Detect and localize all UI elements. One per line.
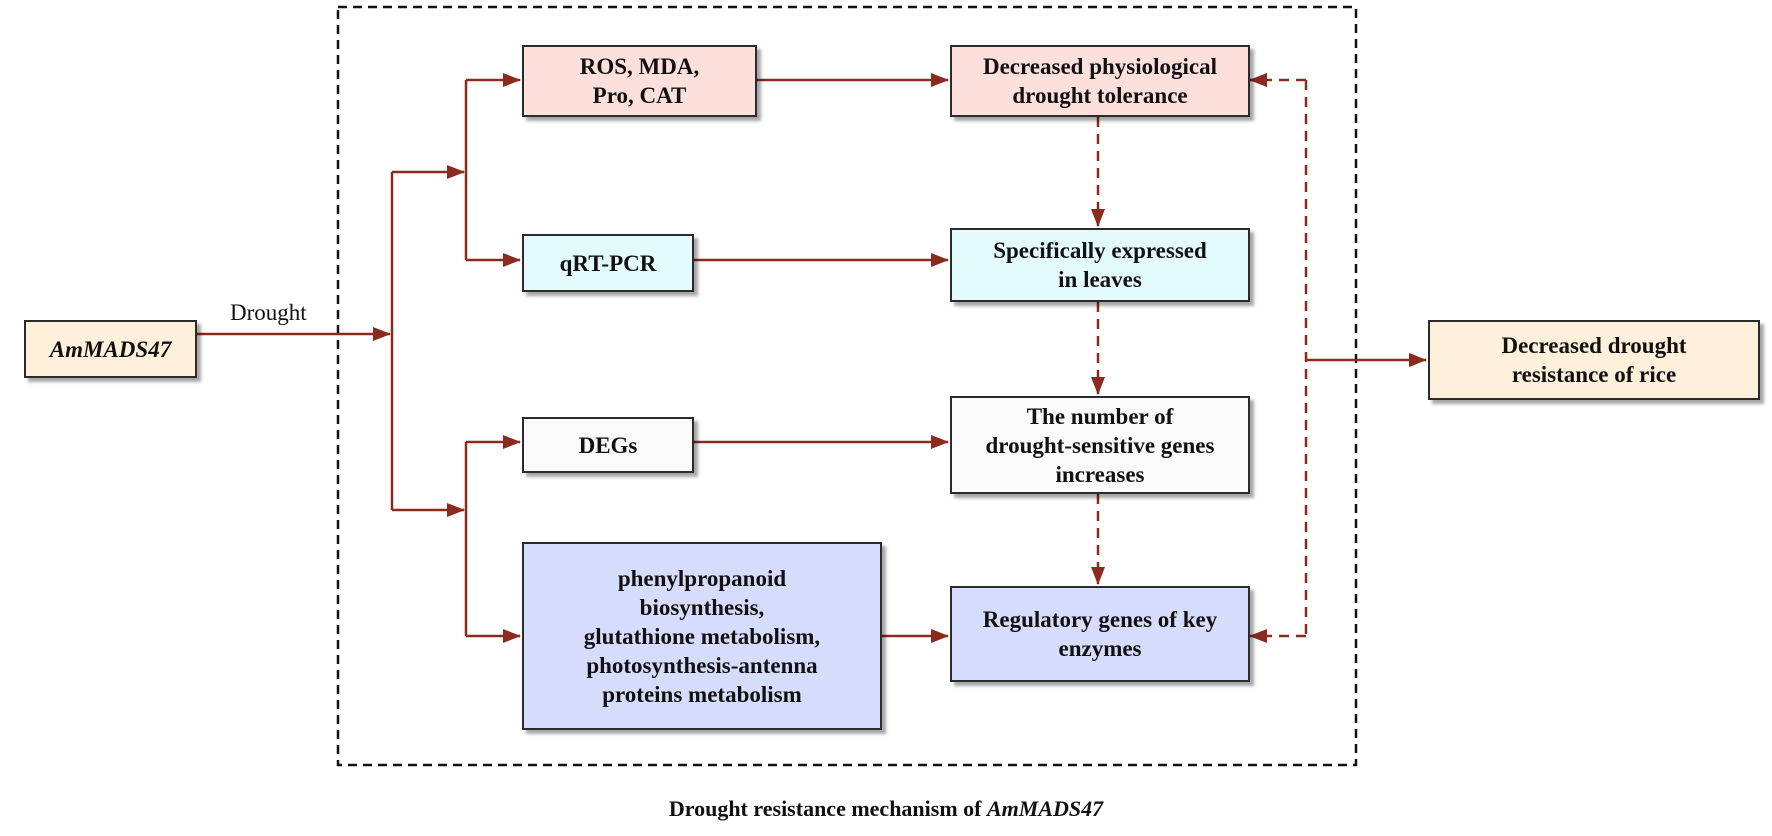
figure-caption: Drought resistance mechanism of AmMADS47: [0, 796, 1772, 822]
node-regulatory: Regulatory genes of key enzymes: [950, 586, 1250, 682]
node-physiological: Decreased physiological drought toleranc…: [950, 45, 1250, 117]
node-qrt-pcr-label: qRT-PCR: [559, 250, 657, 276]
node-pathways-label: phenylpropanoid biosynthesis, glutathion…: [583, 565, 821, 707]
node-regulatory-label: Regulatory genes of key enzymes: [982, 607, 1218, 661]
drought-edge-label: Drought: [230, 300, 307, 325]
node-degs: DEGs: [522, 417, 694, 473]
node-degs-label: DEGs: [578, 432, 638, 458]
node-result-label: Decreased drought resistance of rice: [1501, 333, 1687, 387]
node-pathways: phenylpropanoid biosynthesis, glutathion…: [522, 542, 882, 730]
node-leaves: Specifically expressed in leaves: [950, 228, 1250, 302]
node-physiological-label: Decreased physiological drought toleranc…: [982, 54, 1218, 108]
mechanism-frame: [336, 5, 1358, 767]
node-sensitive-genes: The number of drought-sensitive genes in…: [950, 396, 1250, 494]
node-gene-label: AmMADS47: [49, 336, 172, 362]
caption-gene: AmMADS47: [987, 796, 1104, 821]
node-ros-label: ROS, MDA, Pro, CAT: [579, 54, 700, 108]
caption-prefix: Drought resistance mechanism of: [668, 796, 987, 821]
node-result: Decreased drought resistance of rice: [1428, 320, 1760, 400]
node-gene: AmMADS47: [24, 320, 197, 378]
node-sensitive-genes-label: The number of drought-sensitive genes in…: [985, 403, 1215, 487]
node-leaves-label: Specifically expressed in leaves: [993, 238, 1207, 292]
node-ros: ROS, MDA, Pro, CAT: [522, 45, 757, 117]
node-qrt-pcr: qRT-PCR: [522, 234, 694, 292]
